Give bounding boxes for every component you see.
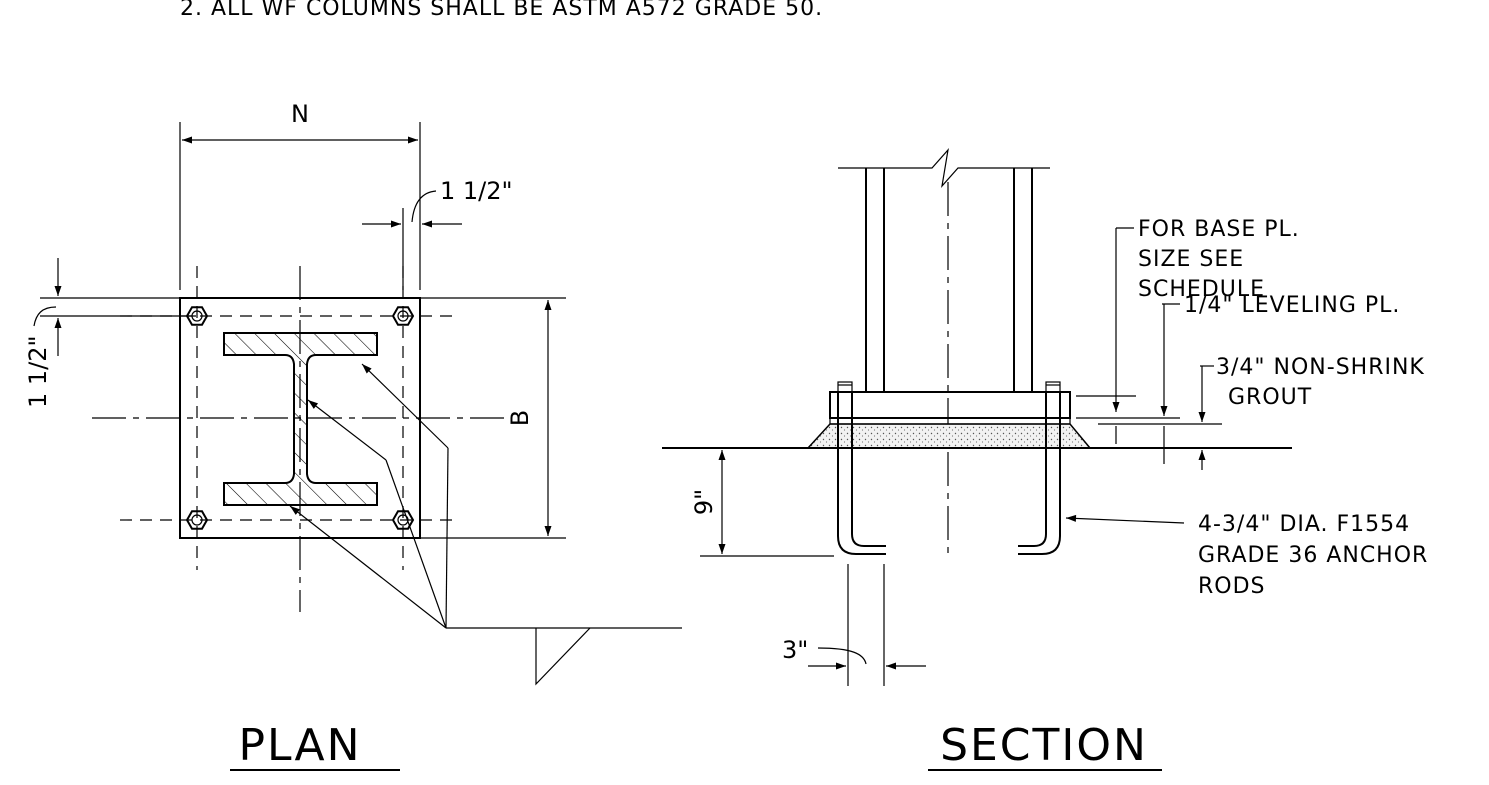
plan-wf-column-section xyxy=(223,332,378,506)
section-note-leveling: 1/4" LEVELING PL. xyxy=(1184,293,1400,318)
plan-dim-n-label: N xyxy=(291,100,309,128)
section-dim-offset-label: 3" xyxy=(782,636,808,664)
plan-anchor-bolt-nut xyxy=(185,306,209,326)
plan-edge-x-leader xyxy=(411,190,437,223)
general-note: 2. ALL WF COLUMNS SHALL BE ASTM A572 GRA… xyxy=(180,0,823,21)
plan-edge-y-leader xyxy=(33,306,57,327)
plan-dim-b-label: B xyxy=(506,410,534,426)
fillet-weld-symbol xyxy=(535,627,591,686)
section-base-plate xyxy=(829,391,1071,419)
plan-weld-leader xyxy=(385,459,447,629)
section-note-grout: 3/4" NON-SHRINK GROUT xyxy=(1216,355,1433,410)
section-view: 9" 3" FOR BASE PL. SIZE SEE SCHEDULE 1/4… xyxy=(662,148,1436,771)
section-column-break-line xyxy=(838,148,1050,188)
section-offset-leader xyxy=(817,647,867,665)
section-anchor-leader xyxy=(1065,514,1185,524)
plan-anchor-bolt-nut xyxy=(391,306,415,326)
section-anchor-rod-right xyxy=(1018,381,1061,555)
section-leveling-plate xyxy=(829,417,1071,425)
plan-dim-edge-y-label: 1 1/2" xyxy=(24,335,52,408)
plan-weld-leader-arrow-web xyxy=(307,399,387,461)
plan-anchor-bolt-nut xyxy=(185,510,209,530)
plan-weld-leader-arrow-bottom xyxy=(289,505,447,629)
plan-weld-leader xyxy=(445,447,449,629)
plan-weld-leader-arrow-flange xyxy=(361,363,449,449)
section-anchor-rod-left xyxy=(837,381,886,555)
section-title: SECTION xyxy=(940,720,1148,771)
plan-view: N 1 1/2" 1 1/2" B xyxy=(24,100,682,771)
section-non-shrink-grout xyxy=(806,423,1092,449)
section-dim-embed-label: 9" xyxy=(690,489,718,515)
plan-base-plate xyxy=(179,297,421,539)
section-note-anchor: 4-3/4" DIA. F1554 GRADE 36 ANCHOR RODS xyxy=(1198,512,1436,599)
section-note-base-plate: FOR BASE PL. SIZE SEE SCHEDULE xyxy=(1138,217,1308,302)
plan-dim-edge-x-label: 1 1/2" xyxy=(440,177,513,205)
plan-title: PLAN xyxy=(238,720,361,771)
